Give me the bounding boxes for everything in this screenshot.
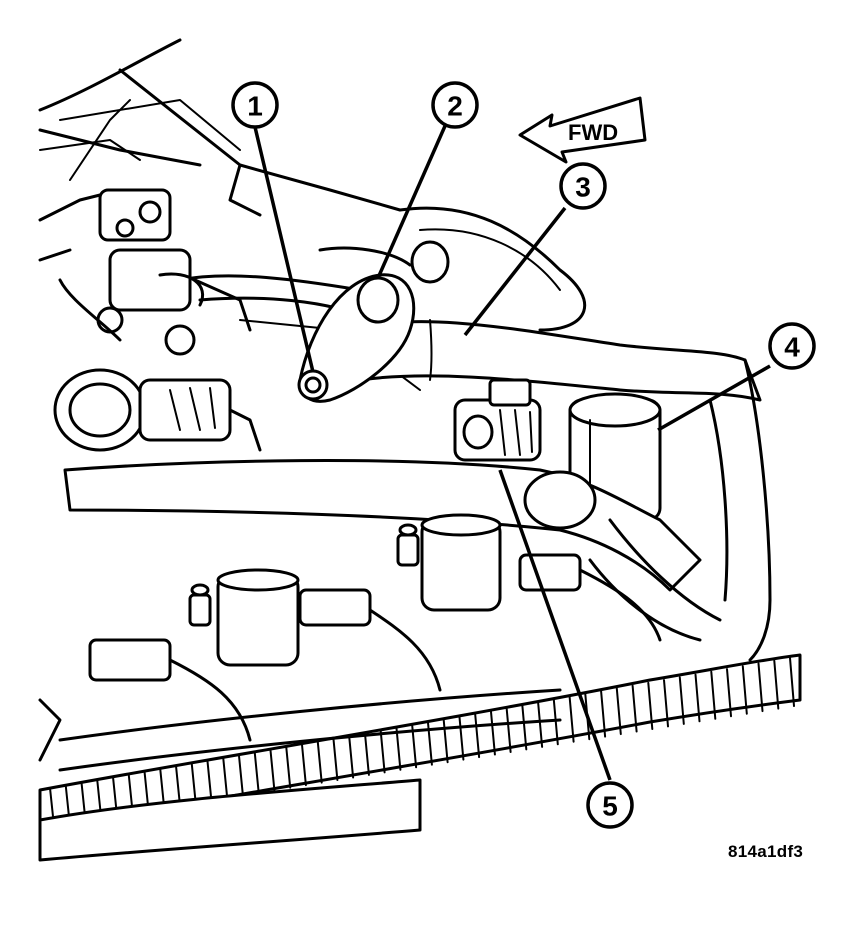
sensor-connector [453, 378, 542, 462]
callout-4: 4 [768, 322, 816, 370]
left-electrical-connector [53, 368, 262, 452]
svg-text:5: 5 [602, 791, 618, 822]
ignition-coil-1 [188, 568, 300, 667]
callout-5: 5 [586, 781, 634, 829]
upper-engine-structure [38, 38, 587, 391]
leader-lines [253, 125, 771, 781]
mounting-flange [297, 240, 450, 403]
left-bracket-assembly [58, 188, 252, 356]
harness-connectors [88, 553, 662, 742]
corrugated-conduit [38, 653, 802, 862]
ignition-coil-2 [396, 513, 502, 612]
callout-2: 2 [431, 81, 479, 129]
svg-text:1: 1 [247, 91, 263, 122]
svg-text:4: 4 [784, 332, 800, 363]
forward-direction-arrow-icon: FWD [518, 96, 647, 164]
svg-text:3: 3 [575, 172, 591, 203]
upper-hose [348, 319, 772, 662]
fwd-label: FWD [568, 120, 618, 145]
callout-3: 3 [559, 162, 607, 210]
svg-text:2: 2 [447, 91, 463, 122]
figure-code: 814a1df3 [728, 842, 804, 861]
callout-1: 1 [231, 81, 279, 129]
fuel-rail [38, 688, 562, 772]
